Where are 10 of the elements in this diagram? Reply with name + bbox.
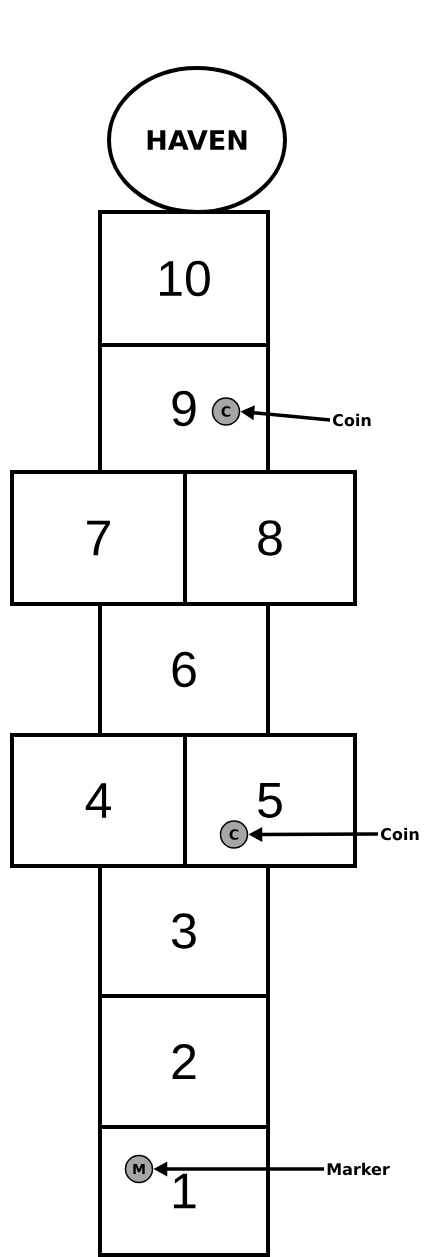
hopscotch-square: 2 xyxy=(98,994,270,1129)
callout-label: Marker xyxy=(327,1162,390,1176)
callout-label: Coin xyxy=(381,827,419,841)
hopscotch-square: 8 xyxy=(183,470,357,606)
hopscotch-square: 3 xyxy=(98,864,270,998)
callout-label: Coin xyxy=(333,413,371,427)
hopscotch-square: 4 xyxy=(10,733,187,868)
hopscotch-square: 10 xyxy=(98,210,270,347)
hopscotch-square: 6 xyxy=(98,602,270,737)
hopscotch-square: 7 xyxy=(10,470,187,606)
